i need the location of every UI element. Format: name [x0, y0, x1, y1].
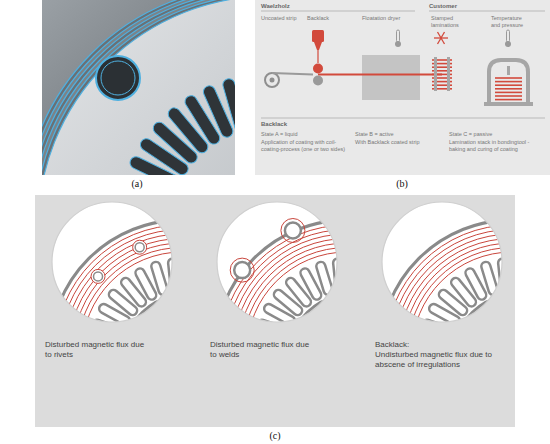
caption-text: Disturbed magnetic flux due to welds	[210, 340, 310, 359]
lamination-layer	[42, 0, 235, 175]
lamination-photo	[42, 0, 235, 175]
process-text: State C = passive	[449, 131, 544, 138]
stator-slot	[535, 266, 550, 300]
caption-text: Undisturbed magnetic flux due to abscene…	[375, 350, 500, 369]
process-text: Customer	[429, 3, 509, 10]
process-text: Stamped laminations	[431, 15, 465, 28]
panel-label: (c)	[269, 430, 280, 441]
stator-slot	[524, 260, 542, 295]
process-text: Floatation dryer	[362, 15, 422, 22]
mounting-hole	[101, 61, 135, 95]
mounting-hole	[96, 56, 140, 100]
process-text: Waelzholz	[261, 3, 341, 10]
process-text: Lamination stack in bondingtool - baking…	[449, 139, 544, 152]
process-text: Backlack	[261, 121, 341, 128]
panel-box: WaelzholzCustomerUncoated stripBacklackF…	[255, 0, 550, 175]
caption-text: Disturbed magnetic flux due to rivets	[45, 340, 145, 359]
lamination-layer	[42, 0, 235, 175]
process-text: Uncoated strip	[261, 15, 303, 22]
process-text: Application of coating with coil-coating…	[261, 139, 347, 152]
process-text: With Backlack coated strip	[355, 139, 435, 146]
process-text: State A = liquid	[261, 131, 346, 138]
panel-box: Disturbed magnetic flux due to rivets Dis…	[35, 195, 515, 427]
process-text: Temperature and pressure	[491, 15, 531, 28]
panel-label: (b)	[396, 178, 408, 189]
stator-slot	[222, 77, 235, 133]
panel-label: (a)	[131, 178, 142, 189]
process-text: Backlack	[307, 15, 349, 22]
process-text: State B = active	[355, 131, 440, 138]
caption-text: Backlack:	[375, 340, 500, 350]
